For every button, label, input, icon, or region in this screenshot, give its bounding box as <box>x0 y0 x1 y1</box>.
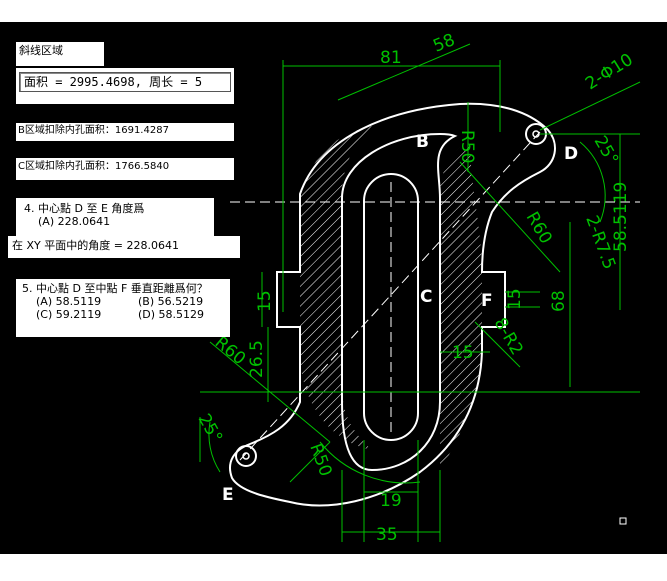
question-5-option-a: (A) 58.5119 <box>36 295 102 309</box>
center-line-de <box>239 131 541 461</box>
question-5-option-c: (C) 59.2119 <box>36 308 102 322</box>
hatch-region-left <box>300 126 372 450</box>
cad-drawing: 81 58 2-Φ10 R50 25° 58.5119 R60 2-R7.5 6… <box>194 30 641 545</box>
cad-viewport[interactable]: 81 58 2-Φ10 R50 25° 58.5119 R60 2-R7.5 6… <box>0 22 667 554</box>
question-5-option-d: (D) 58.5129 <box>138 308 205 322</box>
dim-r60-left: R60 <box>211 333 249 370</box>
dim-r60-right: R60 <box>522 209 556 248</box>
xy-plane-angle: 在 XY 平面中的角度 = 228.0641 <box>8 236 240 258</box>
area-perimeter-panel: 面积 = 2995.4698, 周长 = 5 <box>16 68 234 104</box>
b-region-area: B区域扣除内孔面积：1691.4287 <box>16 123 234 141</box>
dim-angle-25-top: 25° <box>590 133 622 169</box>
cursor-pickbox <box>619 517 627 525</box>
question-4-answer: (A) 228.0641 <box>38 215 111 229</box>
hole-e <box>235 445 257 467</box>
dim-r50-bottom: R50 <box>305 441 335 479</box>
point-label-d: D <box>564 144 578 164</box>
dim-58-5119: 58.5119 <box>611 182 631 252</box>
dim-35: 35 <box>376 525 398 545</box>
dim-15-left: 15 <box>255 290 275 312</box>
point-label-b: B <box>416 132 429 152</box>
question-4-text: 4. 中心點 D 至 E 角度爲 <box>24 202 145 215</box>
dim-r50-top: R50 <box>457 130 477 163</box>
question-5-option-b: (B) 56.5219 <box>138 295 204 309</box>
dim-58: 58 <box>430 30 458 57</box>
dim-81: 81 <box>380 48 402 68</box>
hatch-region-right <box>440 140 482 470</box>
central-slot <box>363 173 419 441</box>
point-label-c: C <box>420 287 432 307</box>
dimension-lines <box>199 43 641 542</box>
area-perimeter-readout: 面积 = 2995.4698, 周长 = 5 <box>19 72 231 93</box>
dim-19: 19 <box>380 491 402 511</box>
dim-68: 68 <box>549 290 569 312</box>
dim-8-r2: 8-R2 <box>490 315 527 359</box>
dim-26-5: 26.5 <box>247 340 267 378</box>
question-5-text: 5. 中心點 D 至中點 F 垂直距離爲何？ <box>22 282 208 295</box>
question-5-panel: 5. 中心點 D 至中點 F 垂直距離爲何？ (A) 58.5119 (B) 56… <box>16 279 230 337</box>
part-outline <box>229 102 556 507</box>
dim-15-mid: 15 <box>452 343 474 363</box>
point-label-f: F <box>481 291 493 311</box>
dim-angle-25-bottom: 25° <box>194 411 226 447</box>
hatch-area-title: 斜线区域 <box>16 42 104 66</box>
dim-15-right: 15 <box>505 288 525 310</box>
point-label-e: E <box>222 485 234 505</box>
c-region-area: C区域扣除内孔面积：1766.5840 <box>16 158 234 180</box>
inner-loop <box>341 132 458 472</box>
